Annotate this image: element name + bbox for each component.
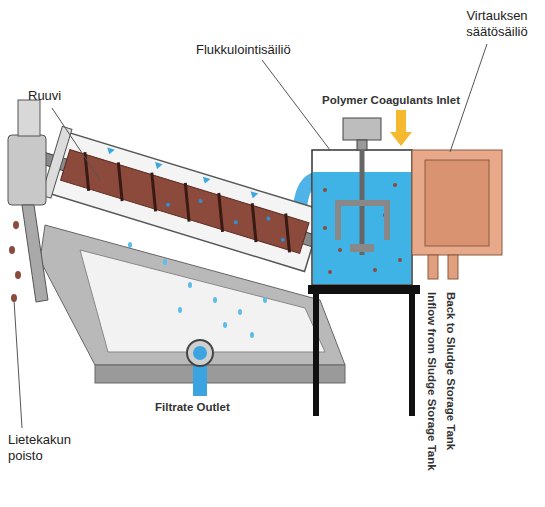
cake-piece — [9, 246, 15, 254]
flow-label: Polymer Coagulants Inlet — [322, 92, 522, 108]
particle — [166, 202, 171, 207]
discharge-chute — [22, 205, 48, 302]
nozzle — [153, 162, 162, 170]
mixer-blade — [350, 244, 374, 252]
sludge-particles — [166, 187, 290, 242]
flight — [175, 183, 200, 222]
flight — [74, 152, 99, 191]
screw-body — [61, 150, 309, 254]
drop — [250, 332, 254, 338]
mixer-motor — [343, 118, 381, 140]
spray-nozzles — [105, 147, 258, 199]
flight — [242, 203, 267, 242]
flight — [108, 162, 133, 201]
drop — [223, 322, 227, 328]
floc — [373, 268, 377, 272]
flow-label: Back to Sludge Storage Tank — [443, 292, 459, 450]
mixer-coupling — [357, 140, 367, 150]
floc — [393, 183, 397, 187]
drop — [188, 282, 192, 288]
drum-shell — [51, 133, 323, 272]
cake-piece — [15, 271, 21, 279]
flight — [208, 193, 233, 232]
floc — [323, 188, 327, 192]
floc — [323, 226, 327, 230]
flow-control-tank — [412, 150, 502, 255]
stand-leg — [313, 294, 319, 416]
floc — [328, 270, 332, 274]
base-plate — [95, 365, 345, 383]
drop — [238, 309, 242, 315]
leader-line — [52, 108, 100, 180]
stand-leg — [409, 294, 415, 416]
drive-motor — [8, 135, 46, 205]
screw-flights — [74, 152, 300, 252]
filtrate-pipe — [187, 340, 213, 366]
drop — [163, 259, 167, 265]
leader-line — [14, 300, 22, 428]
part-label: Ruuvi — [28, 88, 88, 104]
flight — [275, 213, 300, 252]
drop — [128, 242, 132, 248]
nozzle — [249, 191, 258, 199]
flocculation-tank — [312, 150, 412, 285]
flight — [141, 173, 166, 212]
drop — [213, 297, 217, 303]
return-pipe — [448, 255, 458, 279]
part-label: Flukkulointisäiliö — [196, 42, 336, 58]
particle — [233, 220, 238, 225]
particle — [266, 216, 271, 221]
part-label: Virtauksen säätösäiliö — [452, 8, 542, 40]
particle — [198, 199, 203, 204]
drop — [178, 307, 182, 313]
flow-label: Inflow from Sludge Storage Tank — [424, 292, 440, 471]
drop — [263, 297, 267, 303]
flow-label: Filtrate Outlet — [155, 399, 275, 415]
floc — [338, 248, 342, 252]
filtrate-pipe-inner — [193, 346, 207, 360]
stand-top — [308, 285, 420, 294]
mixer-paddle — [338, 203, 387, 240]
nozzle — [201, 177, 210, 185]
leader-line — [262, 60, 330, 150]
floc — [398, 258, 402, 262]
filtrate-drops — [128, 242, 267, 338]
screw-drum — [31, 123, 339, 280]
inflow-pipe — [428, 255, 438, 279]
cake-piece — [13, 221, 19, 229]
polymer-arrow — [390, 110, 412, 146]
tank-partition — [425, 160, 489, 246]
particle — [280, 237, 285, 242]
part-label: Lietekakun poisto — [8, 432, 98, 464]
nozzle — [105, 147, 114, 155]
sludge-cake — [9, 221, 21, 302]
motor-cap — [18, 100, 40, 136]
